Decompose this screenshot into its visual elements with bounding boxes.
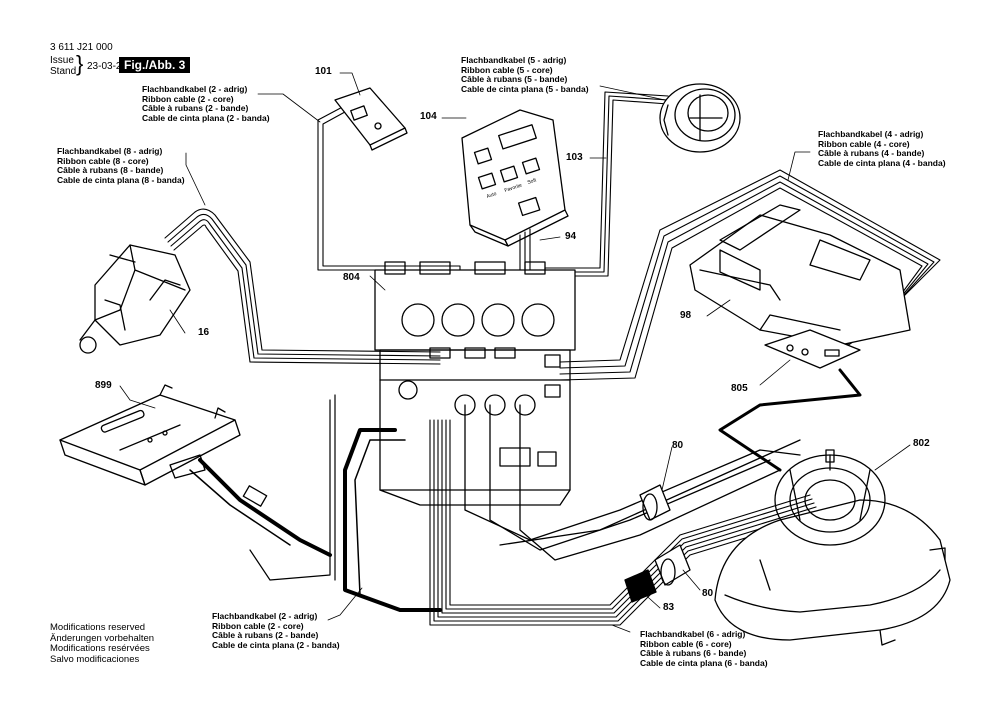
part-16-switch-unit [79, 244, 191, 354]
part-899-plate [59, 384, 241, 486]
figure-badge: Fig./Abb. 3 [119, 57, 191, 73]
part-number-101: 101 [315, 66, 332, 77]
callout-101-description: Flachbandkabel (2 - adrig) Ribbon cable … [142, 84, 270, 123]
part-number-94: 94 [565, 231, 577, 242]
part-number-80-lower: 80 [702, 588, 714, 599]
panel-label-favorite: Favorite [504, 183, 523, 194]
panel-label-auto: Auto [486, 191, 498, 200]
part-805-pcb [764, 329, 861, 369]
issue-date: 23-03-28 [87, 61, 128, 72]
issue-label: Issue [50, 55, 74, 66]
part-number-80-upper: 80 [672, 440, 684, 451]
part-number-98: 98 [680, 310, 692, 321]
leader-lines [119, 72, 911, 633]
callout-83-description: Flachbandkabel (6 - adrig) Ribbon cable … [640, 629, 768, 668]
part-number-83: 83 [663, 602, 675, 613]
part-98-holder [689, 204, 911, 346]
stand-label: Stand [50, 66, 77, 77]
part-103-dial [659, 83, 741, 153]
part-101-switch [334, 87, 408, 151]
doc-number: 3 611 J21 000 [50, 42, 113, 53]
part-802-motor [714, 449, 951, 646]
cable-805-802 [718, 368, 862, 472]
part-number-899: 899 [95, 380, 112, 391]
part-number-104: 104 [420, 111, 437, 122]
part-80-sleeve-b [654, 544, 691, 586]
modifications-notice: Modifications reserved Änderungen vorbeh… [50, 622, 155, 665]
part-number-802: 802 [913, 438, 930, 449]
issue-brace: } [76, 51, 84, 76]
callout-899-description: Flachbandkabel (2 - adrig) Ribbon cable … [212, 611, 340, 650]
part-83-sleeve [624, 569, 657, 603]
part-104-control-panel [461, 109, 569, 247]
callout-103-description: Flachbandkabel (5 - adrig) Ribbon cable … [461, 55, 589, 94]
panel-label-soft: Soft [527, 177, 538, 186]
part-number-103: 103 [566, 152, 583, 163]
part-number-805: 805 [731, 383, 748, 394]
wire-bundle-899 [189, 394, 442, 612]
part-number-16: 16 [198, 327, 210, 338]
ribbon-cable-6-core [429, 419, 821, 626]
ribbon-cable-8-core [164, 208, 441, 365]
small-sleeve-899 [242, 485, 268, 507]
callout-805-description: Flachbandkabel (4 - adrig) Ribbon cable … [818, 129, 946, 168]
part-804-central-unit [374, 261, 576, 506]
part-80-sleeve-a [639, 484, 671, 521]
callout-16-description: Flachbandkabel (8 - adrig) Ribbon cable … [57, 146, 185, 185]
part-number-804: 804 [343, 272, 360, 283]
